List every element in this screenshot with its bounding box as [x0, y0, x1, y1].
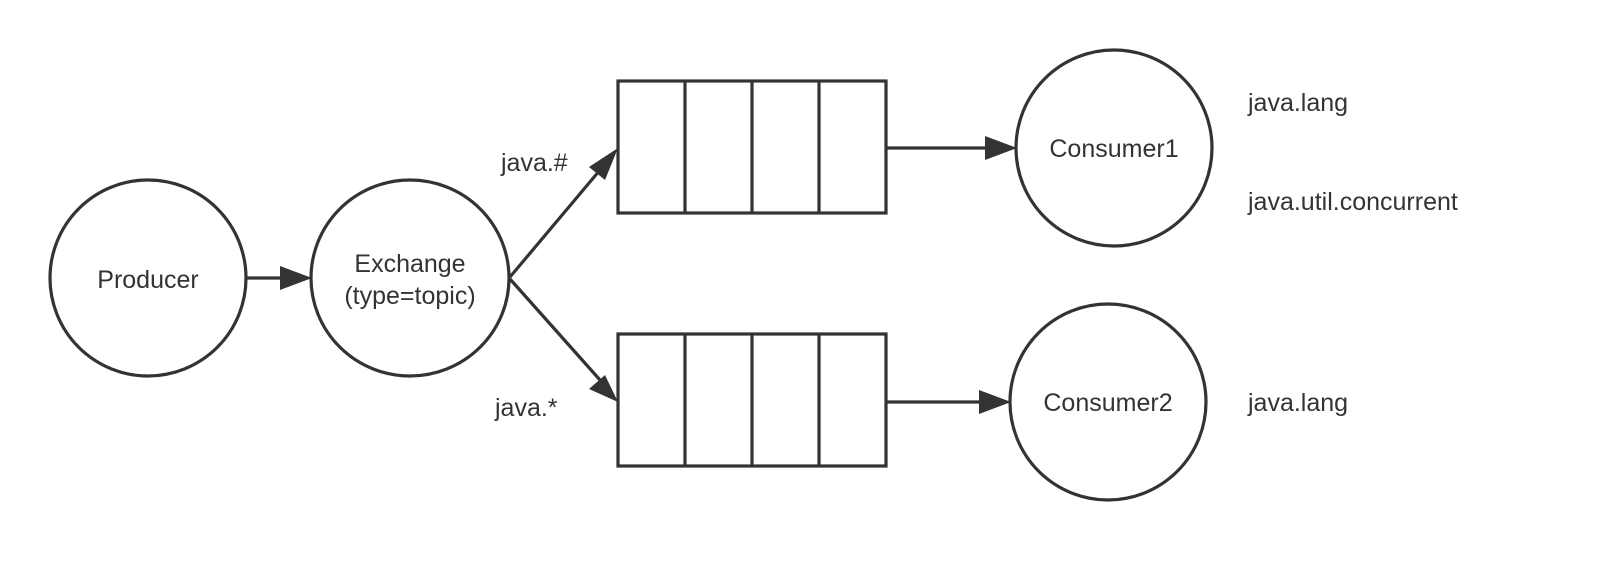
arrowhead-icon — [589, 148, 618, 180]
consumer1-circle — [1014, 48, 1214, 248]
queue-1 — [616, 79, 888, 215]
consumer1-notes: java.lang java.util.concurrent — [1247, 89, 1458, 216]
edge-line — [508, 168, 602, 279]
queue2-to-consumer2-edge — [886, 390, 1011, 414]
bottom-binding-key-label: java.* — [494, 394, 558, 422]
consumer2-note-1: java.lang — [1247, 389, 1348, 417]
arrowhead-icon — [280, 266, 312, 290]
consumer1-label: Consumer1 — [1049, 135, 1178, 163]
producer-label: Producer — [97, 266, 198, 294]
consumer2-notes: java.lang — [1247, 389, 1348, 417]
exchange-node: Exchange (type=topic) — [309, 178, 511, 378]
arrowhead-icon — [985, 136, 1017, 160]
exchange-to-queue2-edge: java.* — [494, 277, 618, 422]
queue1-to-consumer1-edge — [886, 136, 1017, 160]
producer-node: Producer — [48, 178, 248, 378]
consumer2-label: Consumer2 — [1043, 389, 1172, 417]
consumer1-note-2: java.util.concurrent — [1247, 188, 1458, 216]
arrowhead-icon — [979, 390, 1011, 414]
exchange-to-queue1-edge: java.# — [500, 148, 618, 279]
exchange-label-type: Exchange — [354, 250, 465, 278]
producer-to-exchange-edge — [246, 266, 312, 290]
exchange-circle — [309, 178, 511, 378]
consumer1-note-1: java.lang — [1247, 89, 1348, 117]
queue-2 — [616, 332, 888, 468]
edge-line — [508, 277, 602, 382]
consumer2-node: Consumer2 — [1008, 302, 1208, 502]
exchange-label-kind: (type=topic) — [344, 282, 475, 310]
top-binding-key-label: java.# — [500, 149, 568, 177]
consumer1-node: Consumer1 — [1014, 48, 1214, 248]
consumer2-circle — [1008, 302, 1208, 502]
arrowhead-icon — [589, 375, 618, 402]
